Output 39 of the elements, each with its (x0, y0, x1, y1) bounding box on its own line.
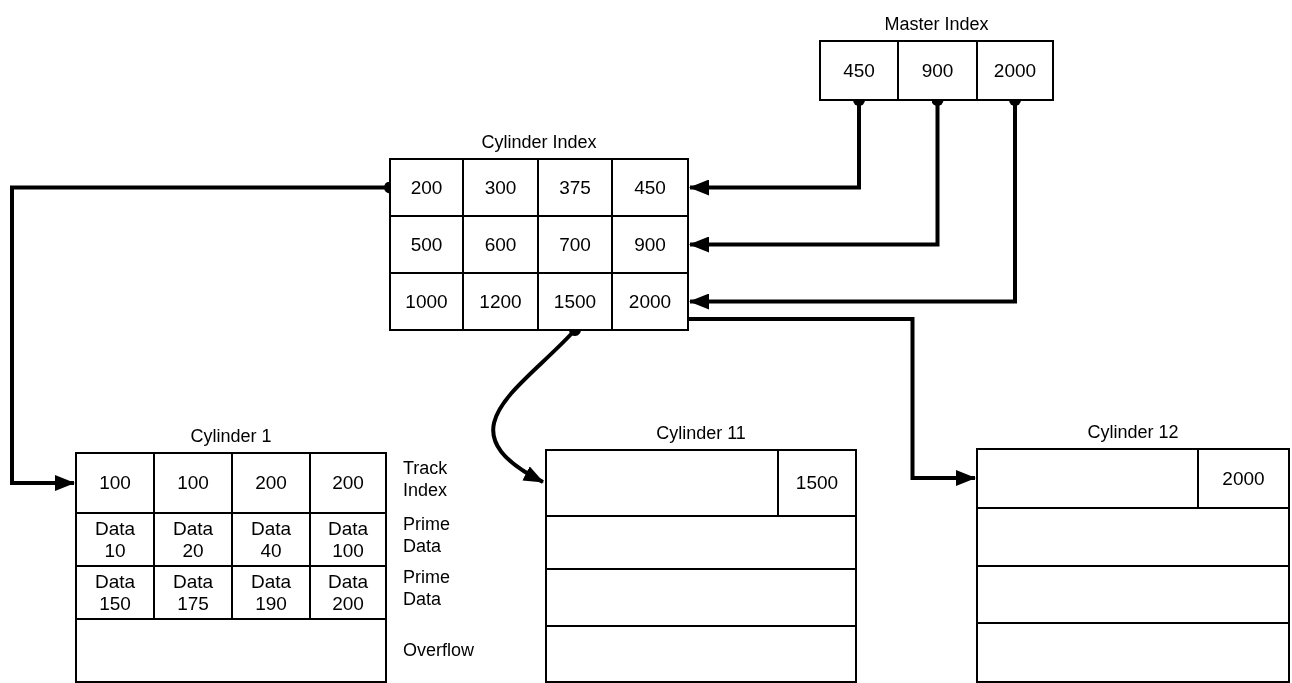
entry-value: 1200 (479, 290, 522, 313)
row-label: Track Index (403, 458, 448, 502)
entry-value: 2000 (1222, 467, 1265, 490)
row-label: Prime Data (403, 514, 450, 558)
table-heading: Cylinder 1 (190, 426, 272, 447)
entry-value: 100 (99, 472, 131, 494)
entry-value: 450 (843, 59, 875, 82)
table-heading: Cylinder 11 (656, 423, 746, 444)
entry-value: 200 (255, 472, 287, 494)
entry-value: 2000 (628, 290, 672, 313)
entry-value: 1500 (795, 472, 839, 494)
entry-value: 450 (634, 176, 666, 199)
entry-value: 100 (177, 472, 209, 494)
table-heading: Cylinder Index (481, 132, 597, 153)
entry-value: 300 (484, 176, 517, 199)
row-label: Prime Data (403, 567, 450, 611)
entry-value: 900 (921, 59, 954, 82)
table-heading: Master Index (884, 14, 989, 35)
entry-value: 375 (559, 176, 591, 199)
entry-value: 200 (332, 472, 364, 494)
entry-value: Data 190 (250, 570, 292, 615)
entry-value: 700 (559, 233, 591, 256)
entry-value: Data 10 (94, 517, 136, 562)
arrow (687, 317, 976, 486)
entry-value: Data 100 (327, 517, 369, 562)
table-heading: Cylinder 12 (1087, 422, 1179, 443)
entry-value: Data 20 (172, 517, 214, 562)
entry-value: 500 (410, 233, 443, 256)
entry-value: 1000 (405, 290, 448, 313)
entry-value: 1500 (553, 290, 597, 313)
entry-value: 200 (410, 176, 443, 199)
entry-value: Data 175 (172, 570, 214, 615)
entry-value: Data 150 (94, 570, 136, 615)
entry-value: 600 (484, 233, 517, 256)
entry-value: Data 200 (327, 570, 369, 615)
entry-value: 900 (634, 233, 666, 256)
entry-value: Data 40 (250, 517, 292, 562)
row-label: Overflow (403, 640, 474, 662)
entry-value: 2000 (993, 59, 1037, 82)
